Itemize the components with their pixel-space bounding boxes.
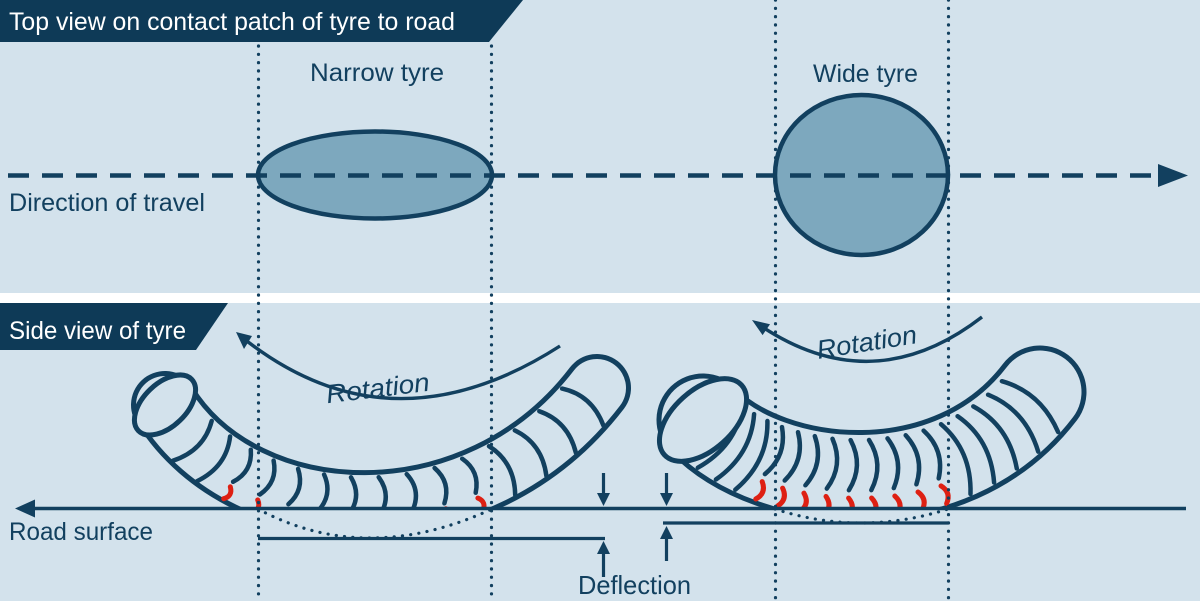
deflection-arrowhead-down-wide-icon — [660, 493, 673, 506]
tyre-rib-contact — [938, 483, 951, 507]
side-view-banner — [0, 303, 228, 350]
tyre-rib — [512, 428, 549, 479]
road-surface-label: Road surface — [9, 518, 153, 546]
tyre-rib — [824, 436, 840, 491]
tyre-rib — [921, 428, 943, 481]
deflection-arrowhead-up-wide-icon — [660, 526, 673, 539]
deflection-label: Deflection — [578, 570, 691, 600]
tyre-rib — [537, 408, 579, 456]
tyre-rib — [230, 447, 254, 485]
tyre-rib — [733, 418, 770, 492]
deflection-arrows — [597, 473, 673, 577]
narrow-tyre-tube-body — [136, 359, 626, 533]
narrow-tyre-label: Narrow tyre — [310, 59, 444, 87]
tyre-rib — [938, 421, 973, 497]
direction-arrow-icon — [1158, 164, 1188, 187]
tyre-rib — [782, 429, 803, 483]
rotation-arrowhead-right-icon — [752, 320, 770, 336]
road-arrow-icon — [15, 499, 35, 518]
tyre-rib — [257, 458, 277, 497]
tyre-rib — [432, 465, 449, 506]
deflection-arrowhead-down-narrow-icon — [597, 493, 610, 506]
rotation-arrow-left — [241, 336, 561, 401]
wide-tyre-tube-body — [661, 350, 1082, 518]
tyre-rib-contact — [221, 484, 234, 502]
tyre-rib — [286, 466, 303, 507]
tyre-rib — [955, 413, 997, 485]
wide-tyre-label: Wide tyre — [813, 60, 918, 88]
tyre-rib — [713, 411, 757, 482]
direction-of-travel-label: Direction of travel — [9, 189, 205, 217]
tyre-rib — [194, 434, 233, 484]
wide-tyre-side-view — [656, 345, 1087, 523]
tyre-rib — [971, 404, 1020, 471]
tyre-rib — [486, 443, 518, 498]
top-view-banner — [0, 0, 523, 42]
tyre-rib — [170, 418, 214, 463]
tyre-rib — [866, 437, 880, 493]
road-mask — [0, 509, 1200, 601]
tyre-rib — [762, 424, 786, 477]
section-divider — [0, 293, 1200, 303]
wide-tyre-end-cap — [656, 376, 750, 464]
tyre-rib — [885, 436, 901, 491]
rotation-arrow-right — [757, 315, 984, 364]
top-view-banner-label: Top view on contact patch of tyre to roa… — [9, 8, 455, 36]
narrow-tyre-end-cap — [131, 372, 199, 438]
tyre-rib — [459, 456, 479, 495]
tyre-rib — [803, 433, 821, 488]
tyre-rib — [999, 378, 1061, 435]
deflection-arrowhead-up-narrow-icon — [597, 541, 610, 554]
tyre-rib — [559, 386, 606, 428]
tyre-rib — [985, 392, 1041, 454]
tyre-rib — [903, 433, 922, 487]
tyre-rib — [846, 437, 860, 493]
tyre-rib-contact — [775, 485, 787, 509]
tyre-rib-contact — [753, 479, 766, 502]
rotation-arrowhead-left-icon — [236, 332, 252, 349]
side-view-banner-label: Side view of tyre — [9, 317, 186, 345]
